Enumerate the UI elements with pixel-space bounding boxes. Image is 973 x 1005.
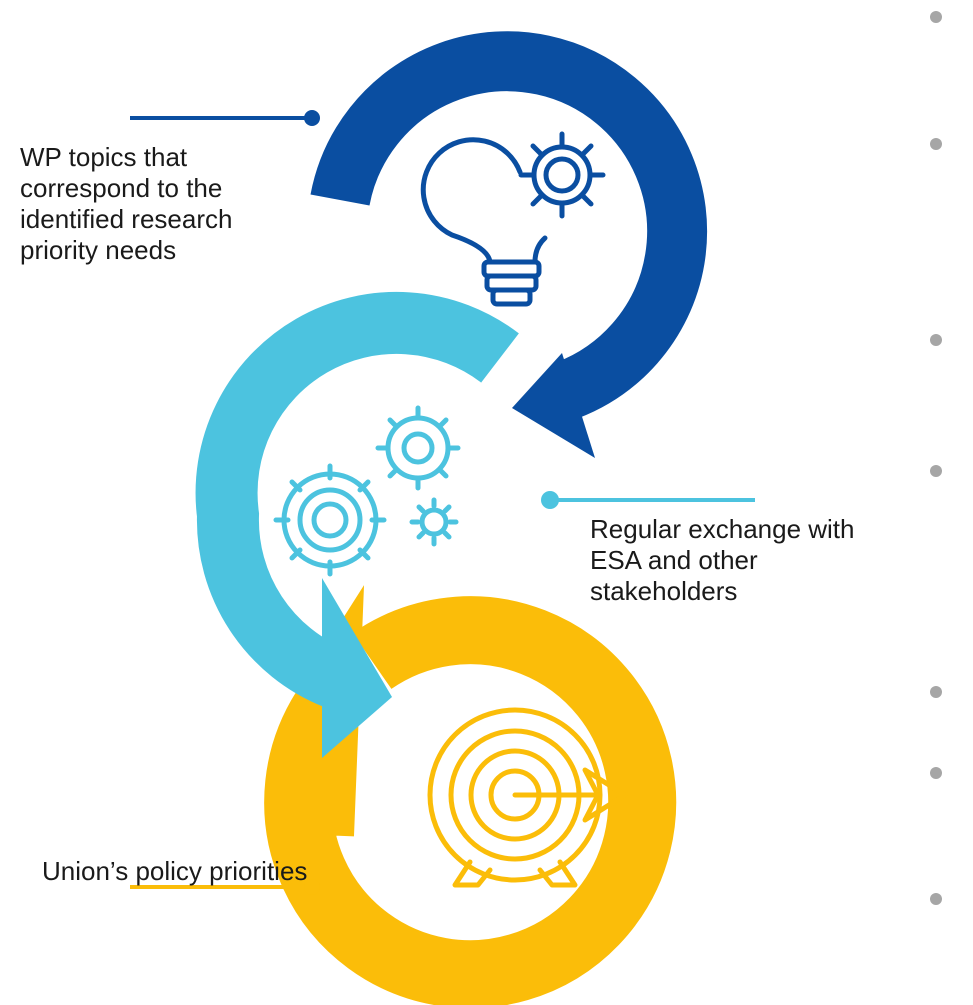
dark-blue-arc xyxy=(310,31,708,418)
label-line: ESA and other xyxy=(590,545,758,575)
label-wp-topics: WP topics that correspond to the identif… xyxy=(20,142,232,266)
label-regular-exchange: Regular exchange with ESA and other stak… xyxy=(590,514,855,607)
label-line: Union’s policy priorities xyxy=(42,856,308,886)
label-line: stakeholders xyxy=(590,576,738,606)
label-line: identified research xyxy=(20,204,233,234)
label-union-policy: Union’s policy priorities xyxy=(42,856,307,887)
connector-bottom xyxy=(130,879,320,895)
bullet-column xyxy=(930,11,942,905)
bullet-dot xyxy=(930,686,942,698)
yellow-ring xyxy=(264,584,677,1005)
bullet-dot xyxy=(930,11,942,23)
bullet-dot xyxy=(930,334,942,346)
connector-top xyxy=(130,110,320,126)
light-blue-arrowhead xyxy=(322,578,392,758)
bullet-dot xyxy=(930,465,942,477)
gears-icon xyxy=(273,405,461,577)
label-line: priority needs xyxy=(20,235,177,265)
target-arrow-icon xyxy=(427,707,628,888)
connector-middle xyxy=(541,491,755,509)
light-blue-arc xyxy=(195,291,519,707)
label-line: Regular exchange with xyxy=(590,514,855,544)
dark-blue-arrowhead xyxy=(512,353,595,458)
bullet-dot xyxy=(930,138,942,150)
bullet-dot xyxy=(930,893,942,905)
label-line: correspond to the xyxy=(20,173,223,203)
lightbulb-gear-icon xyxy=(420,131,606,307)
bullet-dot xyxy=(930,767,942,779)
label-line: WP topics that xyxy=(20,142,188,172)
